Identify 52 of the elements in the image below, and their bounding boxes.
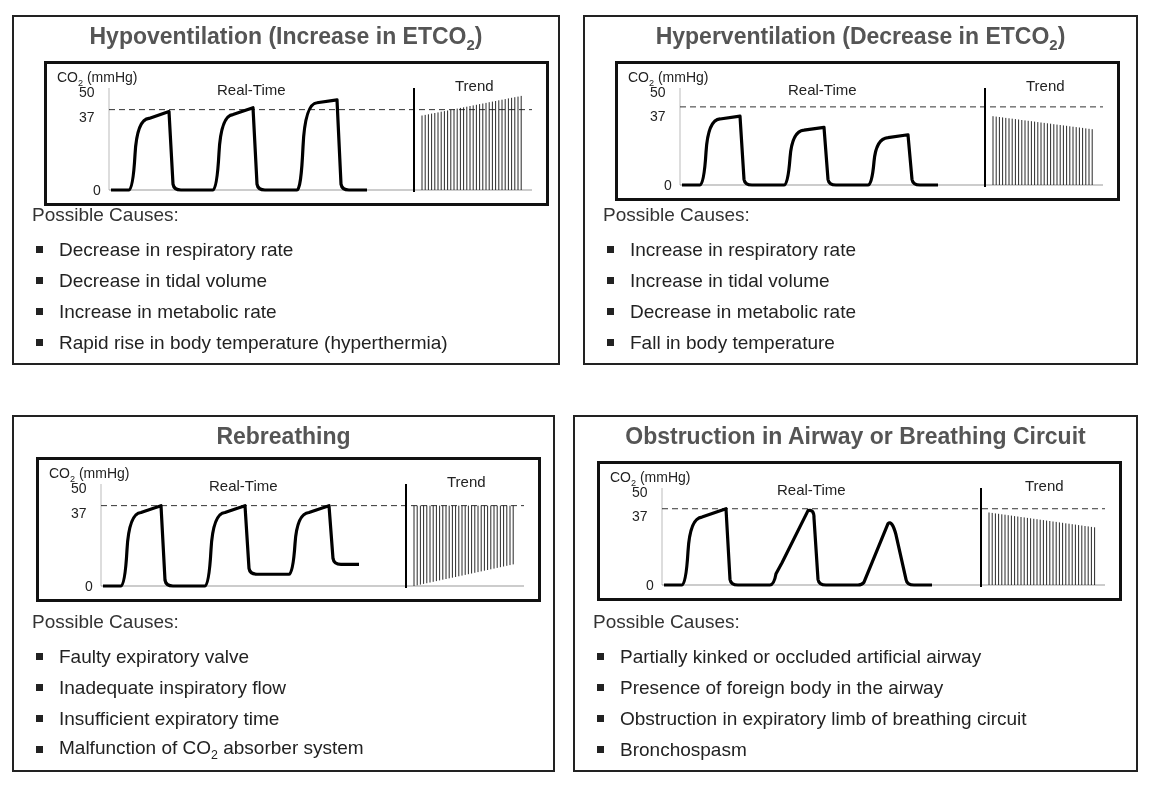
tick-label: 37: [650, 109, 666, 124]
chart-label: Trend: [447, 474, 486, 489]
tick-label: 50: [79, 85, 95, 99]
cause-text: Partially kinked or occluded artificial airway: [620, 645, 982, 668]
tick-label: 0: [93, 183, 101, 197]
cause-text: Inadequate inspiratory flow: [59, 676, 287, 699]
panel-frame: [12, 15, 560, 365]
panel-title: Hyperventilation (Decrease in ETCO$_{2}$): [655, 23, 1066, 53]
axis-label: CO$_{2}$ (mmHg): [610, 470, 691, 488]
axis-label: CO$_{2}$ (mmHg): [49, 466, 130, 484]
cause-text: Malfunction of CO$_{2}$ absorber system: [59, 737, 364, 762]
cause-text: Decrease in metabolic rate: [630, 300, 856, 323]
chart-label: Real-Time: [788, 82, 857, 97]
cause-text: Rapid rise in body temperature (hyperthermia): [59, 331, 448, 354]
panel-title: Hypoventilation (Increase in ETCO$_{2}$): [89, 23, 483, 53]
chart-label: Trend: [1025, 478, 1064, 493]
section-heading: Possible Causes:: [32, 204, 179, 226]
tick-label: 37: [632, 509, 648, 524]
cause-text: Increase in metabolic rate: [59, 300, 277, 323]
cause-text: Decrease in respiratory rate: [59, 238, 294, 261]
tick-label: 50: [650, 85, 666, 99]
panel-frame: [12, 415, 555, 772]
panel-frame: [573, 415, 1138, 772]
cause-text: Increase in respiratory rate: [630, 238, 856, 261]
tick-label: 50: [71, 481, 87, 495]
axis-label: CO$_{2}$ (mmHg): [57, 70, 138, 88]
tick-label: 50: [632, 485, 648, 499]
tick-label: 37: [71, 506, 87, 521]
cause-text: Fall in body temperature: [630, 331, 835, 354]
chart-label: Trend: [1026, 78, 1065, 93]
section-heading: Possible Causes:: [603, 204, 750, 226]
panel-frame: [583, 15, 1138, 365]
chart-label: Real-Time: [217, 82, 286, 97]
axis-label: CO$_{2}$ (mmHg): [628, 70, 709, 88]
section-heading: Possible Causes:: [593, 611, 740, 633]
tick-label: 37: [79, 110, 95, 125]
cause-text: Obstruction in expiratory limb of breathing circuit: [620, 707, 1027, 730]
tick-label: 0: [85, 579, 93, 593]
panel-title: Rebreathing: [216, 423, 351, 450]
cause-text: Presence of foreign body in the airway: [620, 676, 944, 699]
cause-text: Bronchospasm: [620, 738, 747, 761]
panel-title: Obstruction in Airway or Breathing Circuit: [625, 423, 1086, 450]
cause-text: Insufficient expiratory time: [59, 707, 280, 730]
chart-label: Real-Time: [209, 478, 278, 493]
tick-label: 0: [646, 578, 654, 592]
chart-label: Real-Time: [777, 482, 846, 497]
section-heading: Possible Causes:: [32, 611, 179, 633]
cause-text: Faulty expiratory valve: [59, 645, 250, 668]
cause-text: Increase in tidal volume: [630, 269, 830, 292]
cause-text: Decrease in tidal volume: [59, 269, 268, 292]
chart-label: Trend: [455, 78, 494, 93]
tick-label: 0: [664, 178, 672, 192]
